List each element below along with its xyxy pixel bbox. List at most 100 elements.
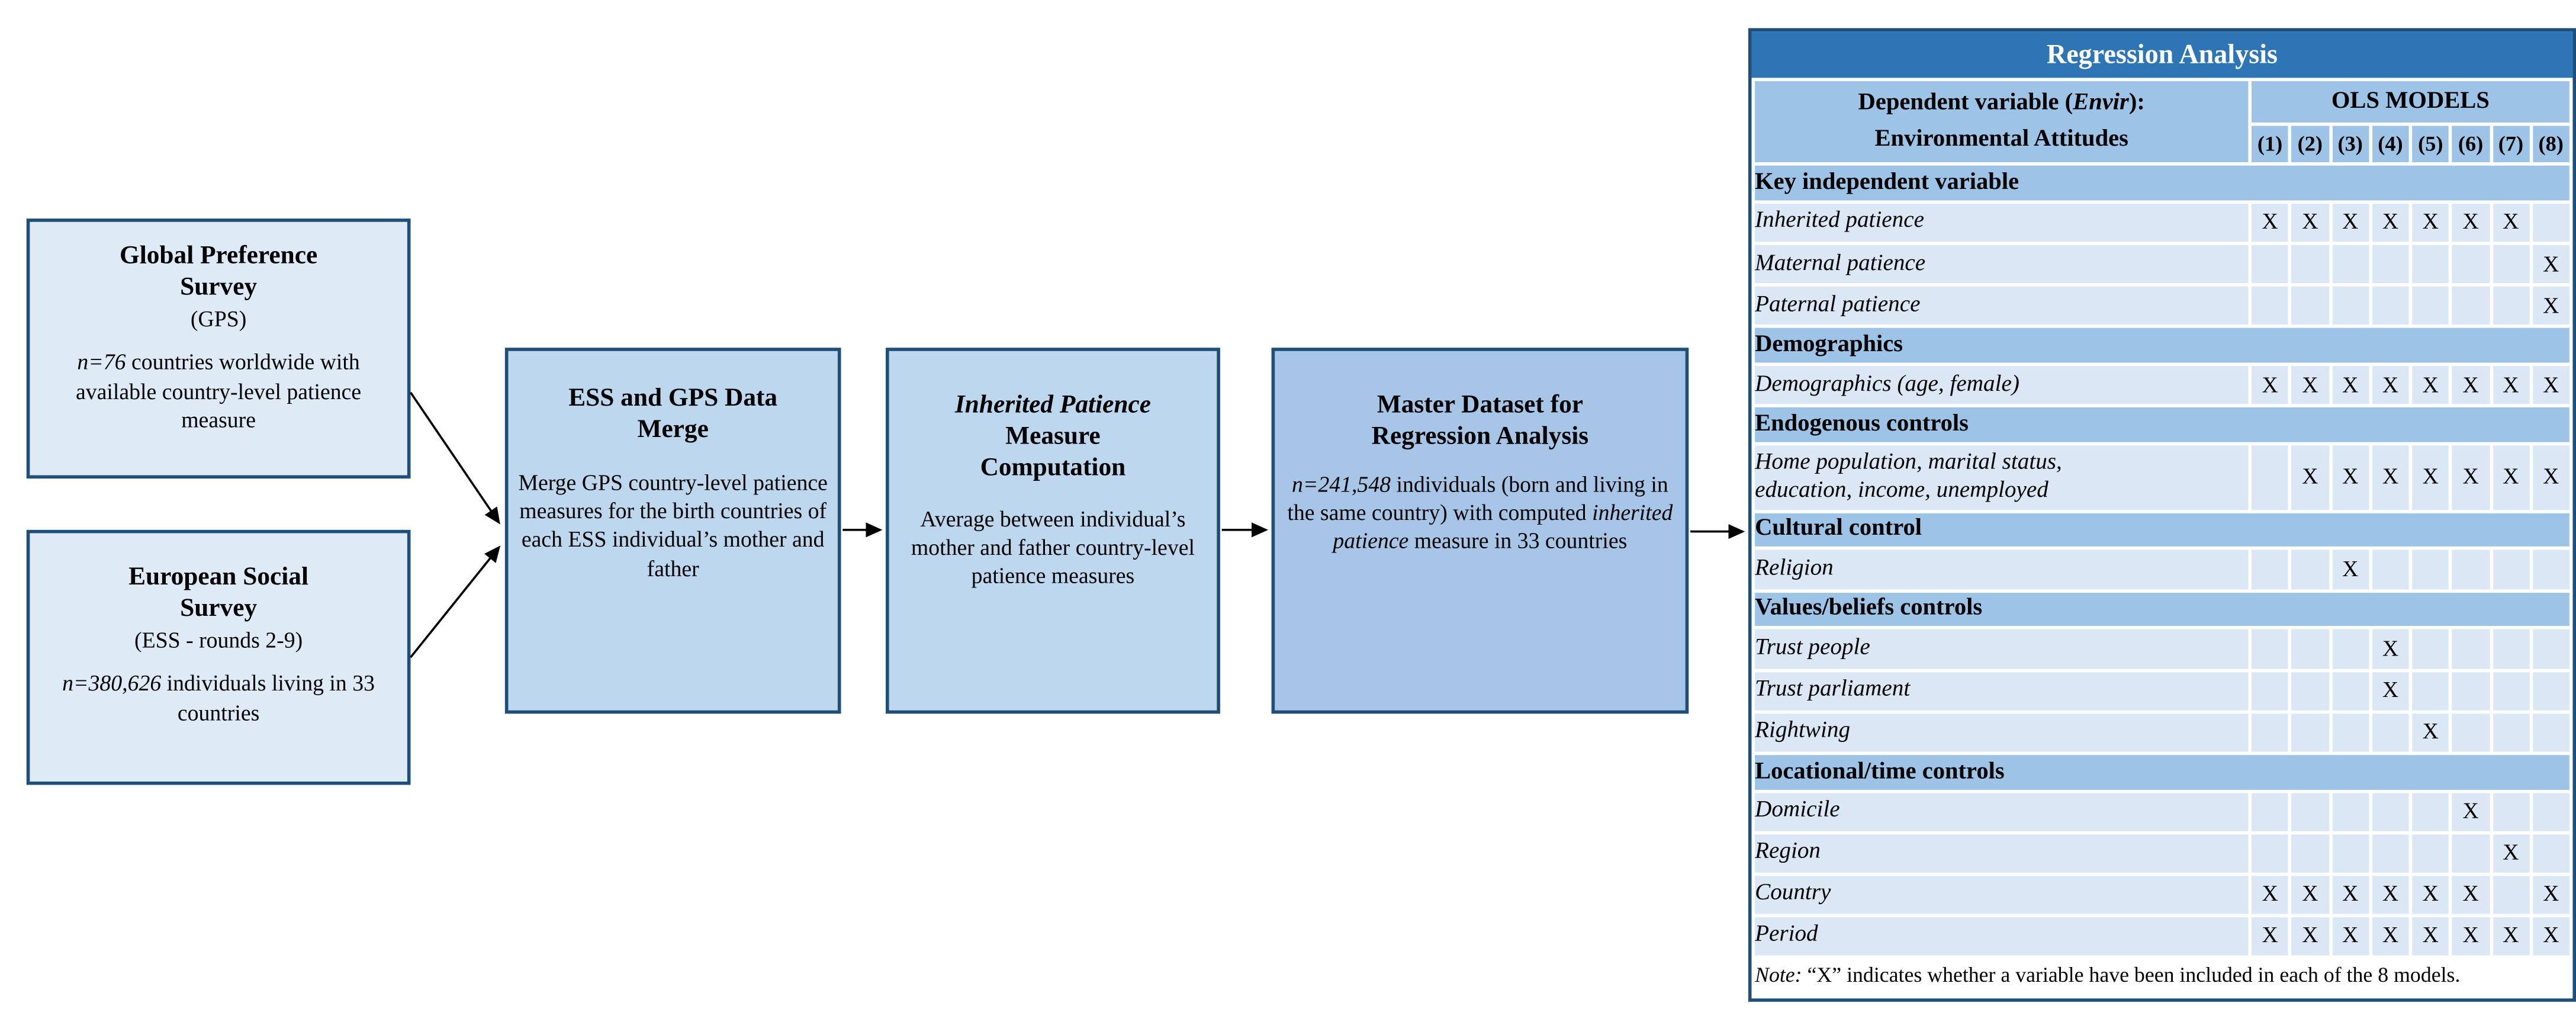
mark-cell bbox=[2492, 792, 2530, 831]
mark-cell: X bbox=[2452, 917, 2490, 956]
model-number-cell: (6) bbox=[2452, 126, 2490, 163]
mark-cell bbox=[2492, 245, 2530, 284]
section-row: Endogenous controls bbox=[1755, 407, 2569, 442]
mark-cell: X bbox=[2532, 366, 2569, 404]
section-label: Key independent variable bbox=[1755, 165, 2569, 201]
mark-cell bbox=[2412, 792, 2449, 831]
mark-cell bbox=[2251, 713, 2289, 751]
master-box-body: n=241,548 individuals (born and living i… bbox=[1287, 471, 1673, 554]
mark-cell: X bbox=[2532, 917, 2569, 956]
mark-cell: X bbox=[2372, 445, 2409, 509]
mark-cell bbox=[2291, 286, 2329, 325]
mark-cell bbox=[2372, 713, 2409, 751]
mark-cell bbox=[2251, 792, 2289, 831]
mark-cell: X bbox=[2291, 875, 2329, 914]
mark-cell bbox=[2532, 550, 2569, 589]
mark-cell bbox=[2291, 629, 2329, 669]
mark-cell: X bbox=[2291, 917, 2329, 956]
merge-box-body: Merge GPS country-level patience measure… bbox=[518, 470, 828, 581]
dependent-variable-line1: Dependent variable (Envir): bbox=[1858, 89, 2145, 116]
mark-cell: X bbox=[2532, 245, 2569, 284]
mark-cell: X bbox=[2331, 203, 2369, 242]
mark-cell: X bbox=[2331, 550, 2369, 589]
mark-cell: X bbox=[2452, 203, 2490, 242]
section-label: Locational/time controls bbox=[1755, 754, 2569, 789]
mark-cell: X bbox=[2291, 203, 2329, 242]
row-label: Maternal patience bbox=[1755, 245, 2249, 284]
section-label: Cultural control bbox=[1755, 512, 2569, 547]
mark-cell bbox=[2532, 203, 2569, 242]
note-label: Note: bbox=[1755, 963, 1802, 987]
mark-cell: X bbox=[2291, 366, 2329, 404]
mark-cell: X bbox=[2412, 713, 2449, 751]
mark-cell bbox=[2452, 834, 2490, 872]
mark-cell bbox=[2331, 713, 2369, 751]
section-row: Cultural control bbox=[1755, 512, 2569, 547]
mark-cell: X bbox=[2492, 366, 2530, 404]
mark-cell bbox=[2452, 671, 2490, 710]
mark-cell bbox=[2492, 713, 2530, 751]
mark-cell bbox=[2331, 286, 2369, 325]
ess-box-body: n=380,626 individuals living in 33 count… bbox=[62, 671, 375, 725]
mark-cell: X bbox=[2452, 366, 2490, 404]
mark-cell: X bbox=[2372, 875, 2409, 914]
mark-cell bbox=[2452, 713, 2490, 751]
mark-cell: X bbox=[2492, 917, 2530, 956]
mark-cell bbox=[2532, 629, 2569, 669]
row-label: Domicile bbox=[1755, 792, 2249, 831]
mark-cell: X bbox=[2251, 917, 2289, 956]
mark-cell: X bbox=[2412, 445, 2449, 509]
mark-cell bbox=[2372, 834, 2409, 872]
section-label: Values/beliefs controls bbox=[1755, 592, 2569, 627]
row-label: Period bbox=[1755, 917, 2249, 956]
mark-cell bbox=[2532, 834, 2569, 872]
mark-cell bbox=[2331, 671, 2369, 710]
mark-cell bbox=[2532, 713, 2569, 751]
gps-box-title: Global Preference Survey bbox=[119, 242, 318, 301]
mark-cell bbox=[2251, 834, 2289, 872]
gps-box-subtitle: (GPS) bbox=[190, 306, 247, 331]
mark-cell bbox=[2291, 671, 2329, 710]
mark-cell bbox=[2492, 550, 2530, 589]
mark-cell bbox=[2492, 671, 2530, 710]
mark-cell: X bbox=[2251, 203, 2289, 242]
row-label: Trust parliament bbox=[1755, 671, 2249, 710]
section-row: Key independent variable bbox=[1755, 165, 2569, 201]
mark-cell: X bbox=[2532, 445, 2569, 509]
mark-cell: X bbox=[2492, 203, 2530, 242]
mark-cell bbox=[2492, 875, 2530, 914]
dependent-variable-line2: Environmental Attitudes bbox=[1874, 125, 2128, 152]
row-label: Home population, marital status, educati… bbox=[1755, 445, 2249, 509]
mark-cell bbox=[2412, 245, 2449, 284]
mark-cell bbox=[2412, 629, 2449, 669]
section-row: Demographics bbox=[1755, 328, 2569, 363]
regression-table: Dependent variable (Envir): Environmenta… bbox=[1751, 78, 2572, 995]
mark-cell: X bbox=[2532, 875, 2569, 914]
mark-cell bbox=[2372, 792, 2409, 831]
mark-cell: X bbox=[2331, 917, 2369, 956]
mark-cell bbox=[2492, 629, 2530, 669]
section-row: Values/beliefs controls bbox=[1755, 592, 2569, 627]
merge-box: ESS and GPS Data Merge Merge GPS country… bbox=[504, 348, 841, 714]
mark-cell: X bbox=[2291, 445, 2329, 509]
ess-box-subtitle: (ESS - rounds 2-9) bbox=[134, 627, 303, 653]
model-numbers-row: (1) (2) (3) (4) (5) (6) (7) (8) bbox=[1755, 126, 2569, 163]
master-box-title: Master Dataset for Regression Analysis bbox=[1371, 390, 1589, 451]
row-label: Trust people bbox=[1755, 629, 2249, 669]
mark-cell bbox=[2291, 792, 2329, 831]
mark-cell bbox=[2452, 550, 2490, 589]
note-cell: Note: “X” indicates whether a variable h… bbox=[1755, 959, 2569, 992]
row-label: Country bbox=[1755, 875, 2249, 914]
mark-cell bbox=[2251, 245, 2289, 284]
mark-cell bbox=[2251, 671, 2289, 710]
table-header-row: Dependent variable (Envir): Environmenta… bbox=[1755, 81, 2569, 163]
